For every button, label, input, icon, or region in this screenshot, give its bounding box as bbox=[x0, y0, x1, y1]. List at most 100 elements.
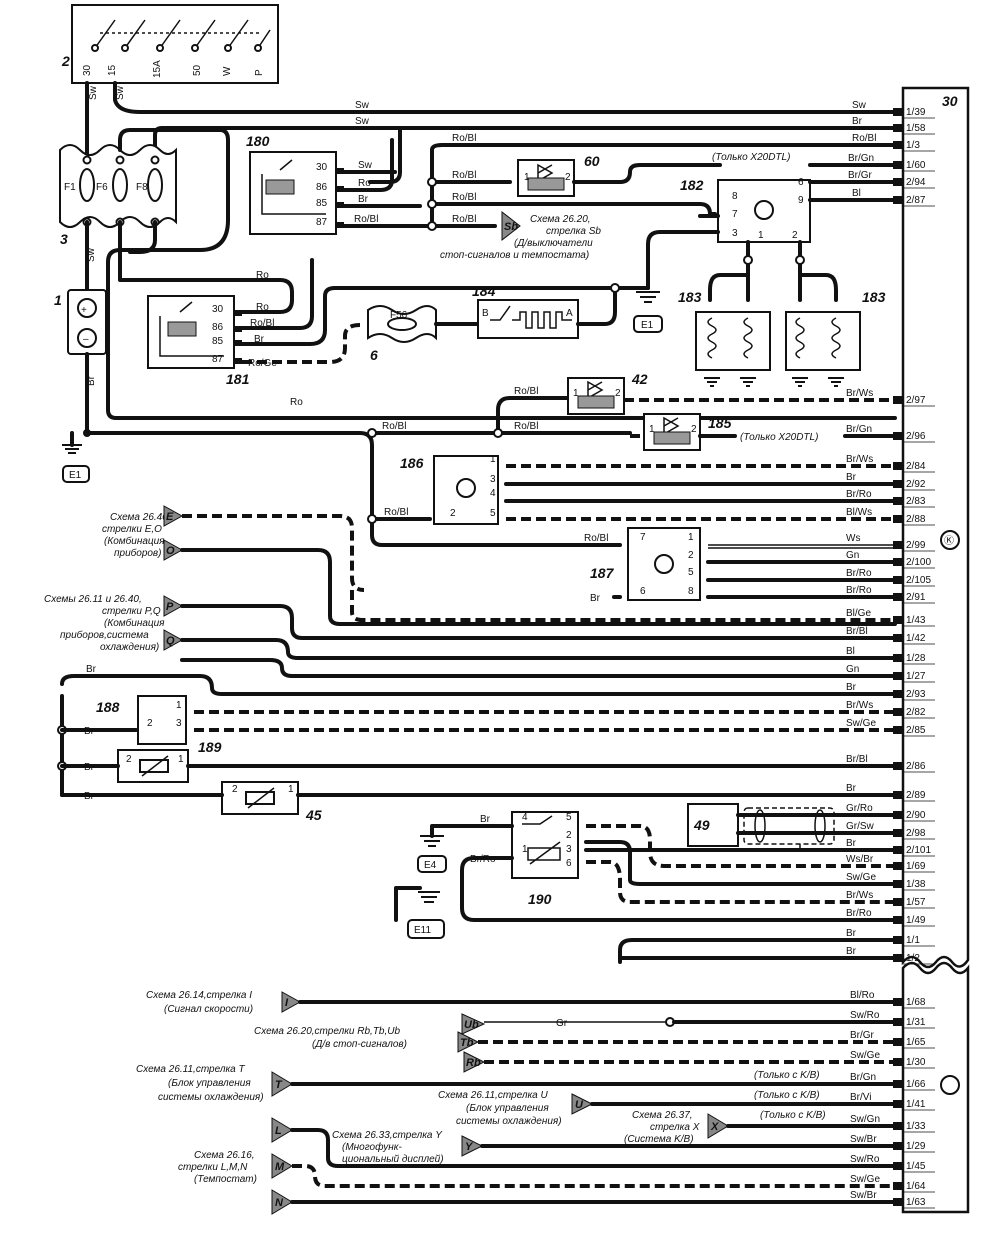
svg-text:Схема 26.20,стрелки Rb,Tb,Ub: Схема 26.20,стрелки Rb,Tb,Ub bbox=[254, 1026, 400, 1037]
bus-connector-pin bbox=[893, 593, 903, 601]
arrow-x: X bbox=[707, 1113, 729, 1139]
svg-text:(Только с K/B): (Только с K/B) bbox=[754, 1090, 820, 1101]
svg-text:Sw: Sw bbox=[88, 85, 99, 100]
bus-connector-pin bbox=[893, 916, 903, 924]
svg-text:Схема 26.11,стрелка U: Схема 26.11,стрелка U bbox=[438, 1090, 549, 1101]
wire-colour-label: Br/Ro bbox=[846, 585, 872, 596]
bus-pin-label: 2/91 bbox=[906, 592, 926, 603]
ignition-switch: 2 30 15 15A 50 W P Sw Sw bbox=[61, 4, 279, 100]
fuse-f6: F6 bbox=[96, 168, 128, 202]
bus-connector-pin bbox=[893, 1198, 903, 1206]
bus-pin-label: 1/60 bbox=[906, 160, 926, 171]
svg-text:Sw: Sw bbox=[852, 100, 867, 111]
svg-text:(Комбинация: (Комбинация bbox=[104, 535, 165, 547]
heater-element-icon bbox=[490, 305, 572, 329]
bus-pins-upper: 1/391/581/31/602/942/872/972/962/842/922… bbox=[846, 107, 935, 965]
ground-e11: E11 bbox=[394, 886, 445, 939]
svg-text:1: 1 bbox=[176, 700, 182, 711]
svg-text:E4: E4 bbox=[424, 860, 437, 871]
bus-connector-pin bbox=[893, 708, 903, 716]
transistor-icon bbox=[456, 478, 476, 498]
svg-text:Схема 26.14,стрелка I: Схема 26.14,стрелка I bbox=[146, 990, 252, 1001]
bus-connector-pin bbox=[893, 829, 903, 837]
sensor-189-number: 189 bbox=[198, 739, 222, 755]
svg-text:Br: Br bbox=[590, 593, 601, 604]
ref-schema-26-20-rb: Схема 26.20,стрелки Rb,Tb,Ub (Д/в стоп-с… bbox=[254, 1026, 407, 1050]
ignition-switch-number: 2 bbox=[61, 53, 70, 69]
svg-text:30: 30 bbox=[82, 64, 93, 76]
sensor-49-box bbox=[687, 803, 739, 847]
wire-colour-label: Gr/Sw bbox=[846, 821, 875, 832]
bus-pin-label: 1/38 bbox=[906, 879, 926, 890]
wire-colour-label: Sw/Br bbox=[850, 1190, 877, 1201]
arrow-t: T bbox=[271, 1071, 293, 1097]
wire-sw-1-39 bbox=[113, 81, 897, 114]
ref-schema-26-40-eo: Схема 26.40, стрелки E,O (Комбинация при… bbox=[102, 512, 171, 559]
svg-text:U: U bbox=[575, 1099, 584, 1111]
bus-pin-label: 1/63 bbox=[906, 1197, 926, 1208]
svg-text:O: O bbox=[166, 545, 175, 557]
svg-text:Br: Br bbox=[480, 814, 491, 825]
svg-text:2: 2 bbox=[450, 508, 456, 519]
sensor-45: 45 2 1 bbox=[221, 781, 322, 823]
svg-text:Br/Ws: Br/Ws bbox=[846, 388, 873, 399]
fuse-block: F1 F6 F8 3 bbox=[59, 144, 177, 247]
transistor-icon bbox=[654, 554, 674, 574]
heater-183-right: 183 bbox=[785, 289, 886, 387]
svg-text:Схема 26.40,: Схема 26.40, bbox=[110, 512, 171, 523]
svg-text:Ro/Bl: Ro/Bl bbox=[452, 170, 476, 181]
svg-text:8: 8 bbox=[688, 586, 694, 597]
bus-connector-pin bbox=[893, 762, 903, 770]
valve-icon bbox=[537, 163, 554, 183]
bus-pin-label: 1/29 bbox=[906, 1141, 926, 1152]
bus-pin-label: 1/41 bbox=[906, 1099, 926, 1110]
bus-pin-label: 2/98 bbox=[906, 828, 926, 839]
svg-text:–: – bbox=[83, 334, 89, 345]
svg-text:30: 30 bbox=[212, 304, 224, 315]
ref-schema-26-11-t: Схема 26.11,стрелка T (Блок управления с… bbox=[136, 1064, 264, 1103]
control-unit-30: 30 Ⓚ bbox=[901, 86, 970, 1214]
svg-text:6: 6 bbox=[640, 586, 646, 597]
wire-colour-label: Br bbox=[846, 783, 857, 794]
bus-pin-label: 2/88 bbox=[906, 514, 926, 525]
svg-text:2: 2 bbox=[566, 830, 572, 841]
ref-schema-26-20-sb: Схема 26.20, стрелка Sb (Д/выключатели с… bbox=[440, 214, 601, 261]
svg-text:(Д/выключатели: (Д/выключатели bbox=[514, 238, 593, 249]
svg-text:W: W bbox=[222, 66, 233, 76]
valve-185: 185 1 2 bbox=[643, 413, 732, 451]
wire-colour-label: Bl/Ws bbox=[846, 507, 872, 518]
svg-text:Br: Br bbox=[254, 334, 265, 345]
arrow-m: M bbox=[271, 1153, 293, 1179]
bus-pin-label: 2/82 bbox=[906, 707, 926, 718]
bus-pin-label: 1/64 bbox=[906, 1181, 926, 1192]
wire-colour-label: Br/Gn bbox=[850, 1072, 876, 1083]
svg-text:87: 87 bbox=[316, 217, 328, 228]
bus-connector-pin bbox=[893, 1122, 903, 1130]
sensor-186: 186 1 3 4 5 2 bbox=[400, 454, 499, 525]
bus-pin-label: 1/3 bbox=[906, 140, 920, 151]
bus-pin-label: 1/58 bbox=[906, 123, 926, 134]
bus-connector-pin bbox=[893, 141, 903, 149]
svg-text:Sw: Sw bbox=[358, 160, 373, 171]
svg-text:E11: E11 bbox=[414, 925, 431, 936]
ignition-pin-labels: 30 15 15A 50 W P bbox=[82, 60, 265, 78]
svg-text:85: 85 bbox=[212, 336, 224, 347]
ref-schema-26-33-y: Схема 26.33,стрелка Y (Многофунк- ционал… bbox=[332, 1130, 444, 1165]
svg-text:1: 1 bbox=[490, 454, 496, 465]
svg-text:Схемы 26.11 и 26.40,: Схемы 26.11 и 26.40, bbox=[44, 594, 142, 605]
transistor-icon bbox=[940, 530, 960, 550]
bus-connector-pin bbox=[893, 396, 903, 404]
wire-colour-label: Br bbox=[846, 928, 857, 939]
bus-pin-label: 1/42 bbox=[906, 633, 926, 644]
svg-text:2: 2 bbox=[691, 424, 697, 435]
svg-text:охлаждения): охлаждения) bbox=[100, 642, 159, 653]
svg-text:15A: 15A bbox=[152, 60, 163, 78]
bus-connector-pin bbox=[893, 811, 903, 819]
svg-text:(Сигнал скорости): (Сигнал скорости) bbox=[164, 1004, 253, 1015]
bus-connector-pin bbox=[893, 898, 903, 906]
svg-text:(Только X20DTL): (Только X20DTL) bbox=[712, 152, 790, 163]
svg-text:Схема 26.20,: Схема 26.20, bbox=[530, 214, 591, 225]
sensor-190-number: 190 bbox=[528, 891, 552, 907]
fuse-f56: F56 6 bbox=[367, 305, 437, 363]
